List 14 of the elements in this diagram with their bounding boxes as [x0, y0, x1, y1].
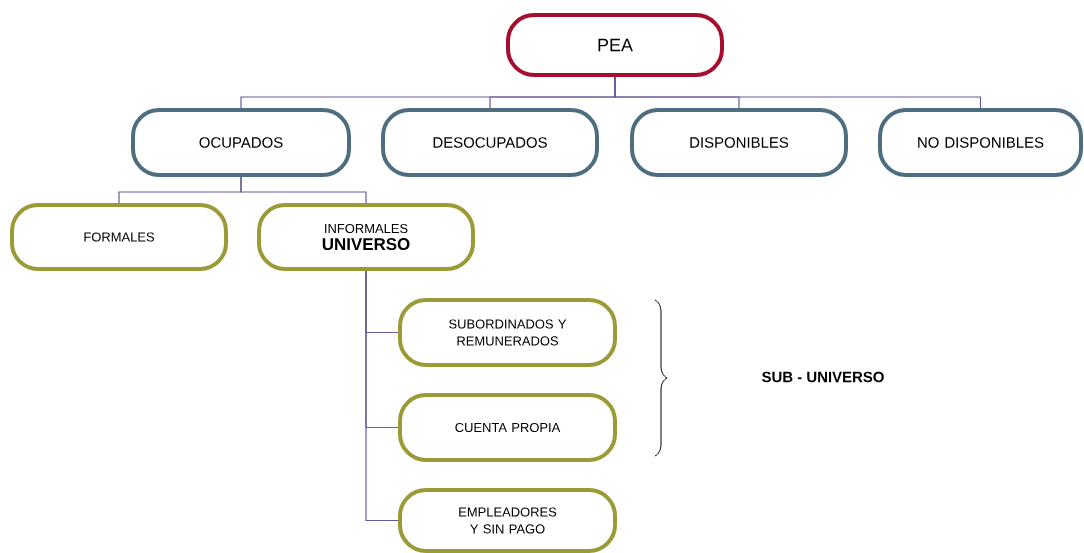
subcategory-box: SUBORDINADOS Y REMUNERADOS — [398, 298, 617, 367]
subcategory-box: CUENTA PROPIA — [398, 393, 617, 462]
connector — [240, 176, 367, 204]
category-box: NO DISPONIBLES — [878, 108, 1083, 177]
group-label: SUB - UNIVERSO — [762, 371, 884, 383]
connector — [614, 76, 982, 109]
category-box: DESOCUPADOS — [381, 108, 599, 177]
category-box: OCUPADOS — [131, 108, 351, 177]
connector — [365, 270, 399, 522]
subcategory-box: FORMALES — [10, 203, 228, 271]
root-box: PEA — [506, 13, 724, 77]
subcategory-box: INFORMALES UNIVERSO — [257, 203, 475, 271]
subcategory-box: EMPLEADORES Y SIN PAGO — [398, 488, 617, 553]
category-box: DISPONIBLES — [630, 108, 848, 177]
